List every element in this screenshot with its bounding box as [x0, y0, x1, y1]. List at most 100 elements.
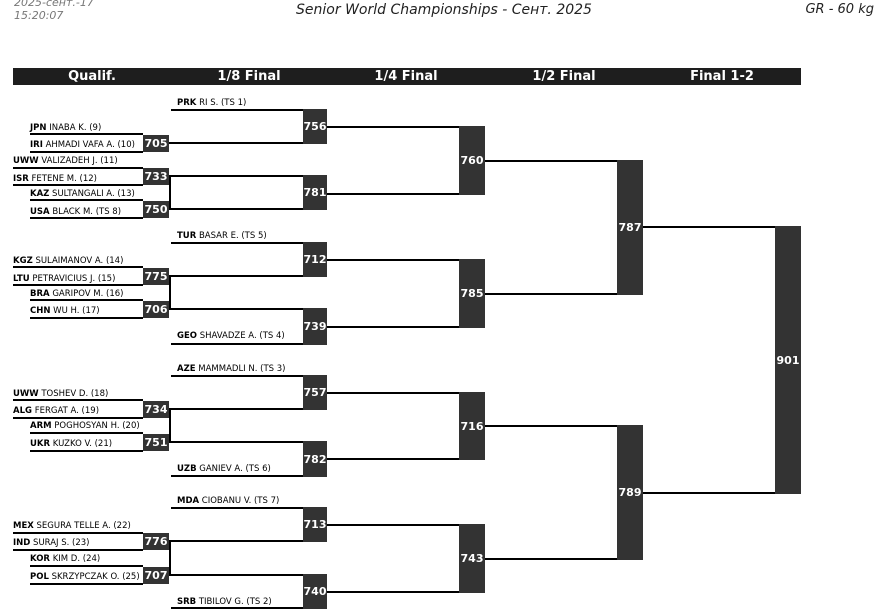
bracket-line: [171, 109, 303, 111]
bracket-line: [327, 326, 459, 328]
bracket-line: [169, 308, 303, 310]
bracket-line: [485, 160, 617, 162]
bout-box: 706: [143, 301, 169, 318]
athlete-entry: BRA GARIPOV M. (16): [30, 289, 124, 299]
round-final: Final 1-2: [690, 69, 754, 84]
bracket-line: [30, 199, 143, 201]
bout-box-final: 901: [775, 226, 801, 494]
bracket-line: [13, 549, 143, 551]
bout-box: 705: [143, 135, 169, 152]
bracket-line: [13, 532, 143, 534]
bracket-line: [643, 226, 775, 228]
bracket-line: [643, 492, 775, 494]
bracket-line: [169, 441, 303, 443]
bracket-line: [13, 399, 143, 401]
bracket-line: [13, 184, 143, 186]
bout-box: 782: [303, 441, 327, 477]
athlete-entry: MEX SEGURA TELLE A. (22): [13, 521, 131, 531]
athlete-entry: SRB TIBILOV G. (TS 2): [177, 597, 272, 607]
page-title: Senior World Championships - Сент. 2025: [296, 2, 592, 18]
bout-box: 756: [303, 109, 327, 144]
bracket-line: [327, 259, 459, 261]
athlete-entry: POL SKRZYPCZAK O. (25): [30, 572, 140, 582]
bout-box: 775: [143, 268, 169, 285]
bout-box: 734: [143, 401, 169, 418]
athlete-entry: LTU PETRAVICIUS J. (15): [13, 274, 116, 284]
bracket-line: [327, 458, 459, 460]
bracket-line: [169, 175, 171, 210]
bracket-line: [13, 284, 143, 286]
bout-box: 760: [459, 126, 485, 195]
athlete-entry: UWW TOSHEV D. (18): [13, 389, 109, 399]
bracket-line: [171, 242, 303, 244]
bracket-line: [169, 540, 303, 542]
bout-box: 751: [143, 434, 169, 451]
athlete-entry: KAZ SULTANGALI A. (13): [30, 189, 135, 199]
round-eighth-final: 1/8 Final: [217, 69, 281, 84]
athlete-entry: MDA CIOBANU V. (TS 7): [177, 496, 280, 506]
bracket-line: [327, 392, 459, 394]
athlete-entry: UWW VALIZADEH J. (11): [13, 156, 118, 166]
bracket-line: [30, 317, 143, 319]
bracket-line: [171, 607, 303, 609]
athlete-entry: PRK RI S. (TS 1): [177, 98, 247, 108]
athlete-entry: ARM POGHOSYAN H. (20): [30, 421, 140, 431]
bracket-line: [485, 293, 617, 295]
athlete-entry: ISR FETENE M. (12): [13, 174, 97, 184]
bracket-line: [30, 299, 143, 301]
bout-box: 743: [459, 524, 485, 593]
print-date: 2025-сент.-17 15:20:07: [14, 0, 94, 22]
bracket-line: [171, 475, 303, 477]
bout-box: 776: [143, 533, 169, 550]
bout-box: 707: [143, 567, 169, 584]
bracket-line: [169, 175, 303, 177]
bracket-line: [169, 540, 171, 576]
bracket-line: [169, 208, 303, 210]
bracket-line: [169, 275, 303, 277]
bout-box: 713: [303, 507, 327, 542]
athlete-entry: IND SURAJ S. (23): [13, 538, 90, 548]
bout-box: 712: [303, 242, 327, 277]
athlete-entry: UZB GANIEV A. (TS 6): [177, 464, 271, 474]
athlete-entry: CHN WU H. (17): [30, 306, 100, 316]
bracket-line: [30, 583, 143, 585]
bracket-line: [327, 524, 459, 526]
bracket-line: [13, 417, 143, 419]
bracket-line: [30, 450, 143, 452]
bracket-line: [30, 151, 143, 153]
bracket-line: [30, 217, 143, 219]
bracket-line: [327, 193, 459, 195]
bracket-line: [30, 133, 143, 135]
bracket-line: [169, 408, 171, 443]
bracket-line: [169, 574, 303, 576]
athlete-entry: TUR BASAR E. (TS 5): [177, 231, 267, 241]
bout-box: 789: [617, 425, 643, 560]
bracket-line: [327, 591, 459, 593]
bracket-line: [169, 142, 171, 144]
bout-box: 733: [143, 168, 169, 185]
bout-box: 757: [303, 375, 327, 410]
bracket-line: [327, 126, 459, 128]
bout-box: 739: [303, 308, 327, 345]
bracket-line: [171, 507, 303, 509]
bracket-line: [485, 558, 617, 560]
bracket-line: [171, 375, 303, 377]
athlete-entry: JPN INABA K. (9): [30, 123, 102, 133]
bout-box: 787: [617, 160, 643, 295]
bracket-line: [171, 343, 303, 345]
bracket-line: [13, 266, 143, 268]
bracket-line: [169, 142, 303, 144]
bout-box: 716: [459, 392, 485, 460]
bracket-line: [30, 565, 143, 567]
round-semi-final: 1/2 Final: [532, 69, 596, 84]
athlete-entry: KGZ SULAIMANOV A. (14): [13, 256, 124, 266]
athlete-entry: ALG FERGAT A. (19): [13, 406, 100, 416]
round-header-bar: [13, 68, 801, 85]
bracket-line: [485, 425, 617, 427]
round-quarter-final: 1/4 Final: [374, 69, 438, 84]
athlete-entry: IRI AHMADI VAFA A. (10): [30, 140, 135, 150]
bout-box: 750: [143, 201, 169, 218]
bout-box: 740: [303, 574, 327, 609]
athlete-entry: USA BLACK M. (TS 8): [30, 207, 122, 217]
round-qualif: Qualif.: [68, 69, 116, 84]
